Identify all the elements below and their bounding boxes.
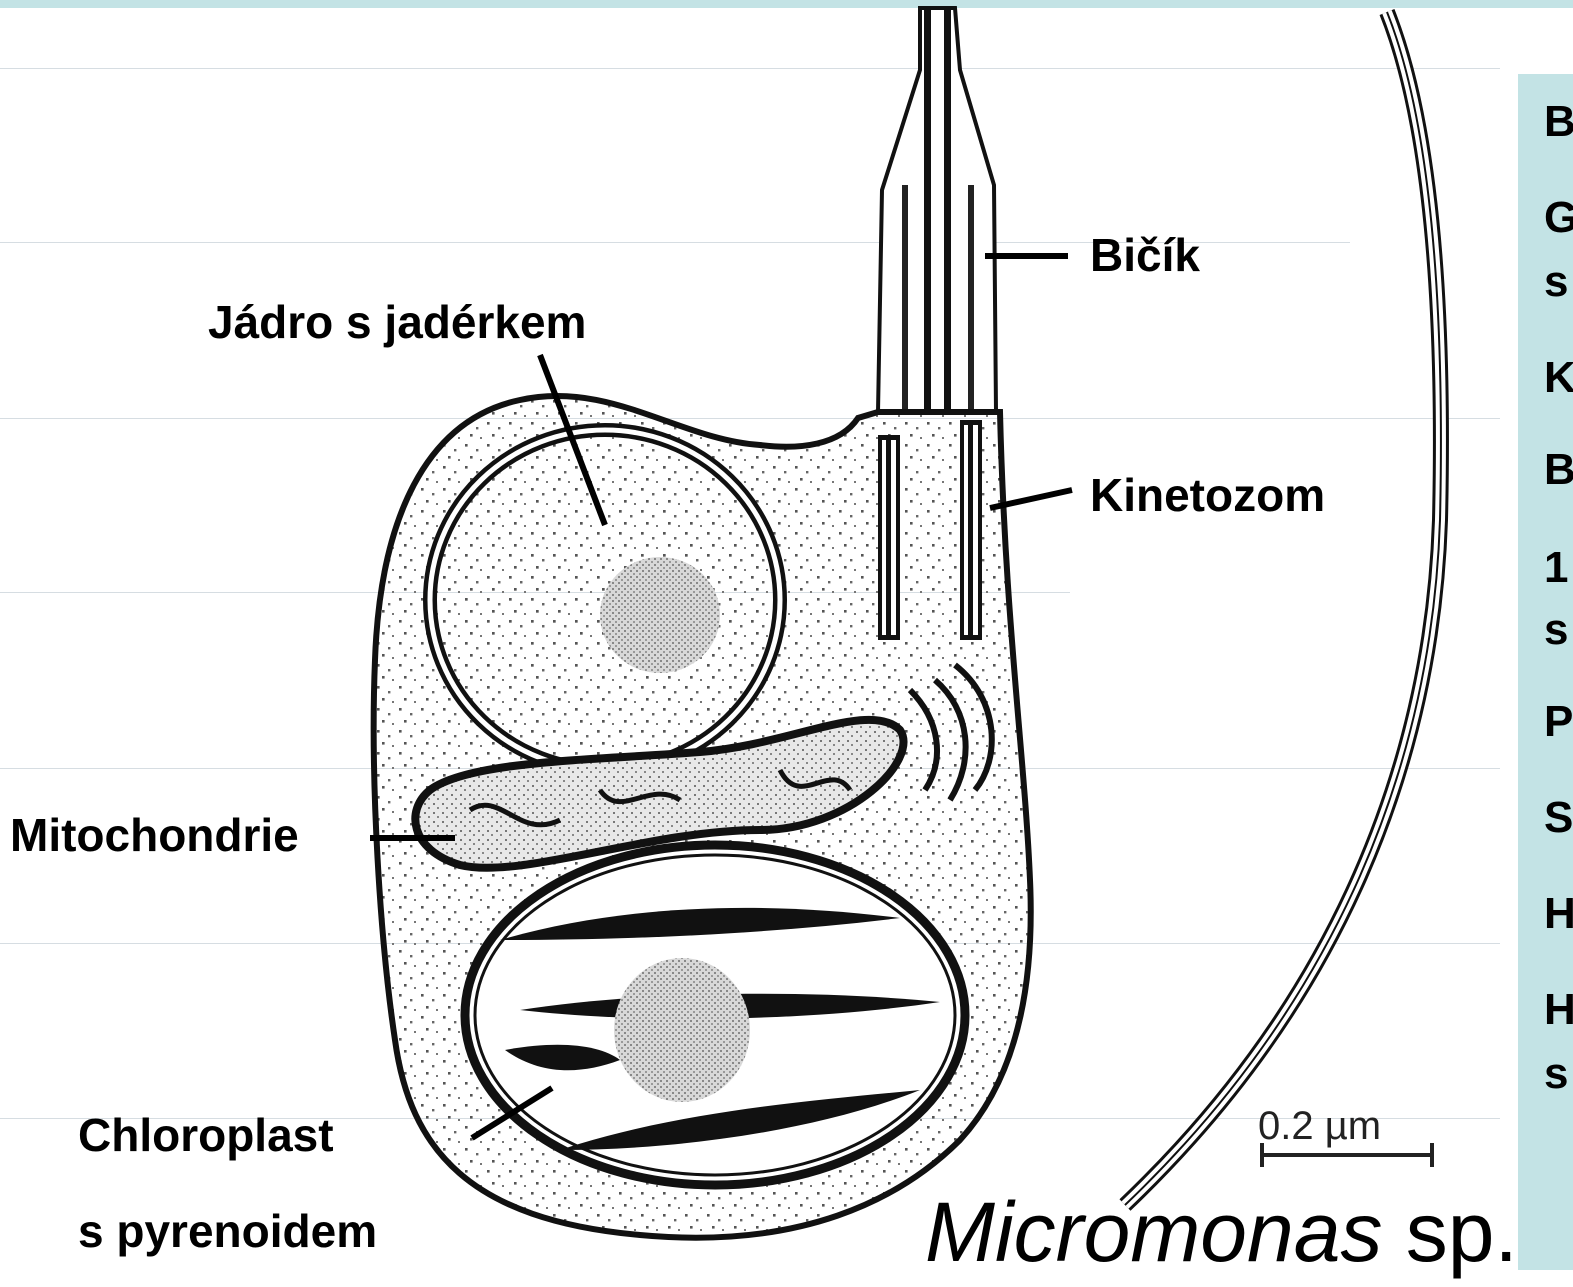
label-flagellum: Bičík [1090, 232, 1200, 278]
nucleus [430, 430, 780, 770]
flagellum-shaft [878, 8, 996, 412]
label-mitochondrion: Mitochondrie [10, 812, 299, 858]
side-panel-item: G [1544, 196, 1573, 240]
side-panel-item: H [1544, 892, 1573, 936]
label-nucleus: Jádro s jadérkem [208, 299, 586, 345]
side-panel-item: s [1544, 260, 1568, 304]
label-chloroplast-pyrenoid: s pyrenoidem [78, 1208, 377, 1254]
side-panel: B G s K B 1 s P S H H s [1518, 74, 1573, 1270]
label-chloroplast: Chloroplast [78, 1112, 334, 1158]
side-panel-item: K [1544, 356, 1573, 400]
side-panel-item: S [1544, 796, 1573, 840]
side-panel-item: B [1544, 448, 1573, 492]
species-title: Micromonas sp. [925, 1188, 1518, 1276]
side-panel-item: B [1544, 100, 1573, 144]
scale-bar-label: 0.2 µm [1258, 1106, 1381, 1146]
side-panel-item: s [1544, 1052, 1568, 1096]
side-panel-item: P [1544, 700, 1573, 744]
side-panel-item: H [1544, 988, 1573, 1032]
side-panel-item: 1 [1544, 546, 1568, 590]
species-genus: Micromonas [925, 1185, 1382, 1279]
label-kinetosome: Kinetozom [1090, 472, 1325, 518]
species-suffix: sp. [1382, 1185, 1517, 1279]
chloroplast [465, 845, 965, 1185]
side-panel-item: s [1544, 608, 1568, 652]
flagellum-tail [1125, 12, 1441, 1205]
